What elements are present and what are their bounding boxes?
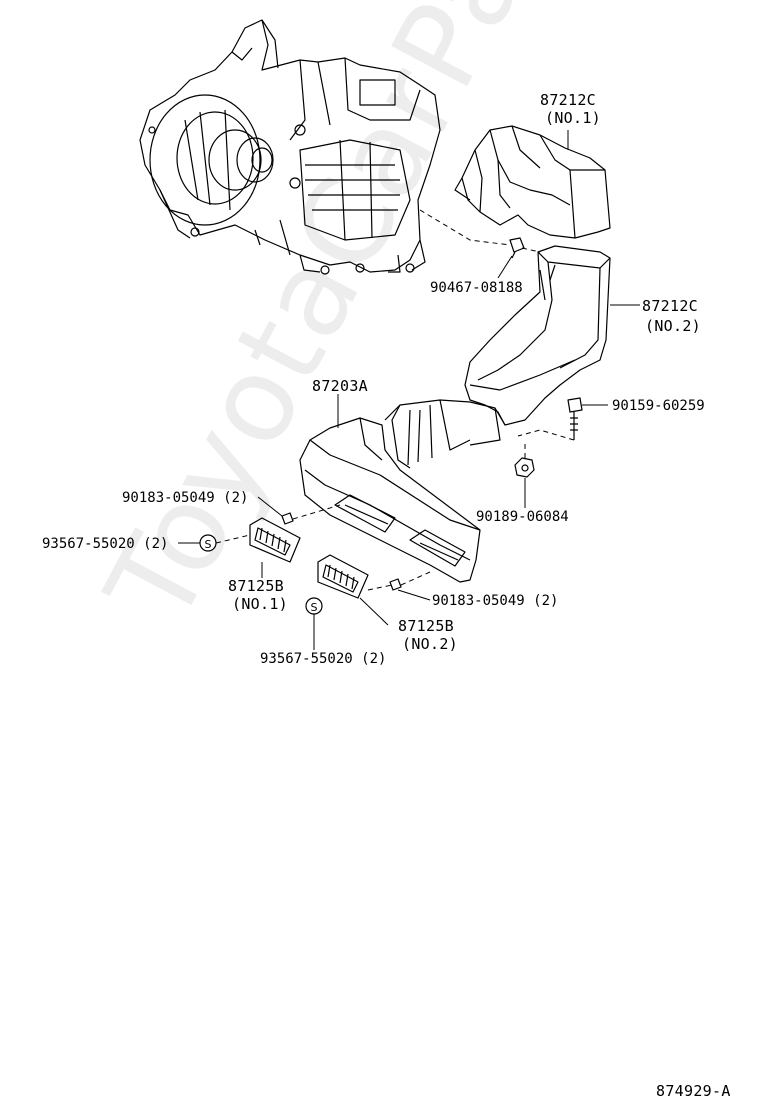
nut-90183-05049-left [281,512,294,525]
label-93567-55020-left: 93567-55020 (2) [42,536,169,552]
label-87212c-no1-sub: (NO.1) [545,109,601,127]
dashed-guide-clip [521,247,541,253]
dashed-guide-duct1 [419,209,511,246]
duct-87203a [299,399,506,583]
leader-90467-08188 [497,255,513,279]
bolt-90159-60259 [567,397,583,440]
nut-90183-05049-right [389,578,402,591]
label-90159-60259: 90159-60259 [612,398,705,414]
label-90189-06084: 90189-06084 [476,509,569,525]
label-93567-55020-right: 93567-55020 (2) [260,651,387,667]
label-87212c-no1-number: 87212C [540,91,596,109]
duct-87212c-no2 [464,245,611,426]
heater-blower-unit [139,19,441,275]
leader-90183-05049-left [257,496,283,517]
screw-symbol-s-left: S [205,538,212,551]
label-87203a: 87203A [312,377,368,395]
dashed-guide-nut-left [292,504,341,520]
label-87212c-no2-number: 87212C [642,297,698,315]
duct-87212c-no1 [454,125,611,239]
dashed-guide-screw-left [215,534,251,544]
label-90183-05049-left: 90183-05049 (2) [122,490,249,506]
leader-90183-05049-right [397,589,431,601]
dashed-guide-nut-right [400,571,431,586]
clip-90467-08188 [509,237,525,259]
dashed-guide-register2 [367,584,393,591]
screw-symbol-s-right: S [311,601,318,614]
label-87125b-no1-number: 87125B [228,577,284,595]
label-87212c-no2-sub: (NO.2) [645,317,701,335]
register-87125b-no2 [317,554,369,599]
nut-90189-06084 [514,457,535,478]
register-87125b-no1 [249,517,301,563]
label-90467-08188: 90467-08188 [430,280,523,296]
label-87125b-no1-sub: (NO.1) [232,595,288,613]
label-90183-05049-right: 90183-05049 (2) [432,593,559,609]
dashed-guide-bolt [517,429,575,441]
figure-id: 874929-A [656,1082,731,1100]
label-87125b-no2-number: 87125B [398,617,454,635]
leader-87125b-no2 [359,597,389,626]
label-87125b-no2-sub: (NO.2) [402,635,458,653]
